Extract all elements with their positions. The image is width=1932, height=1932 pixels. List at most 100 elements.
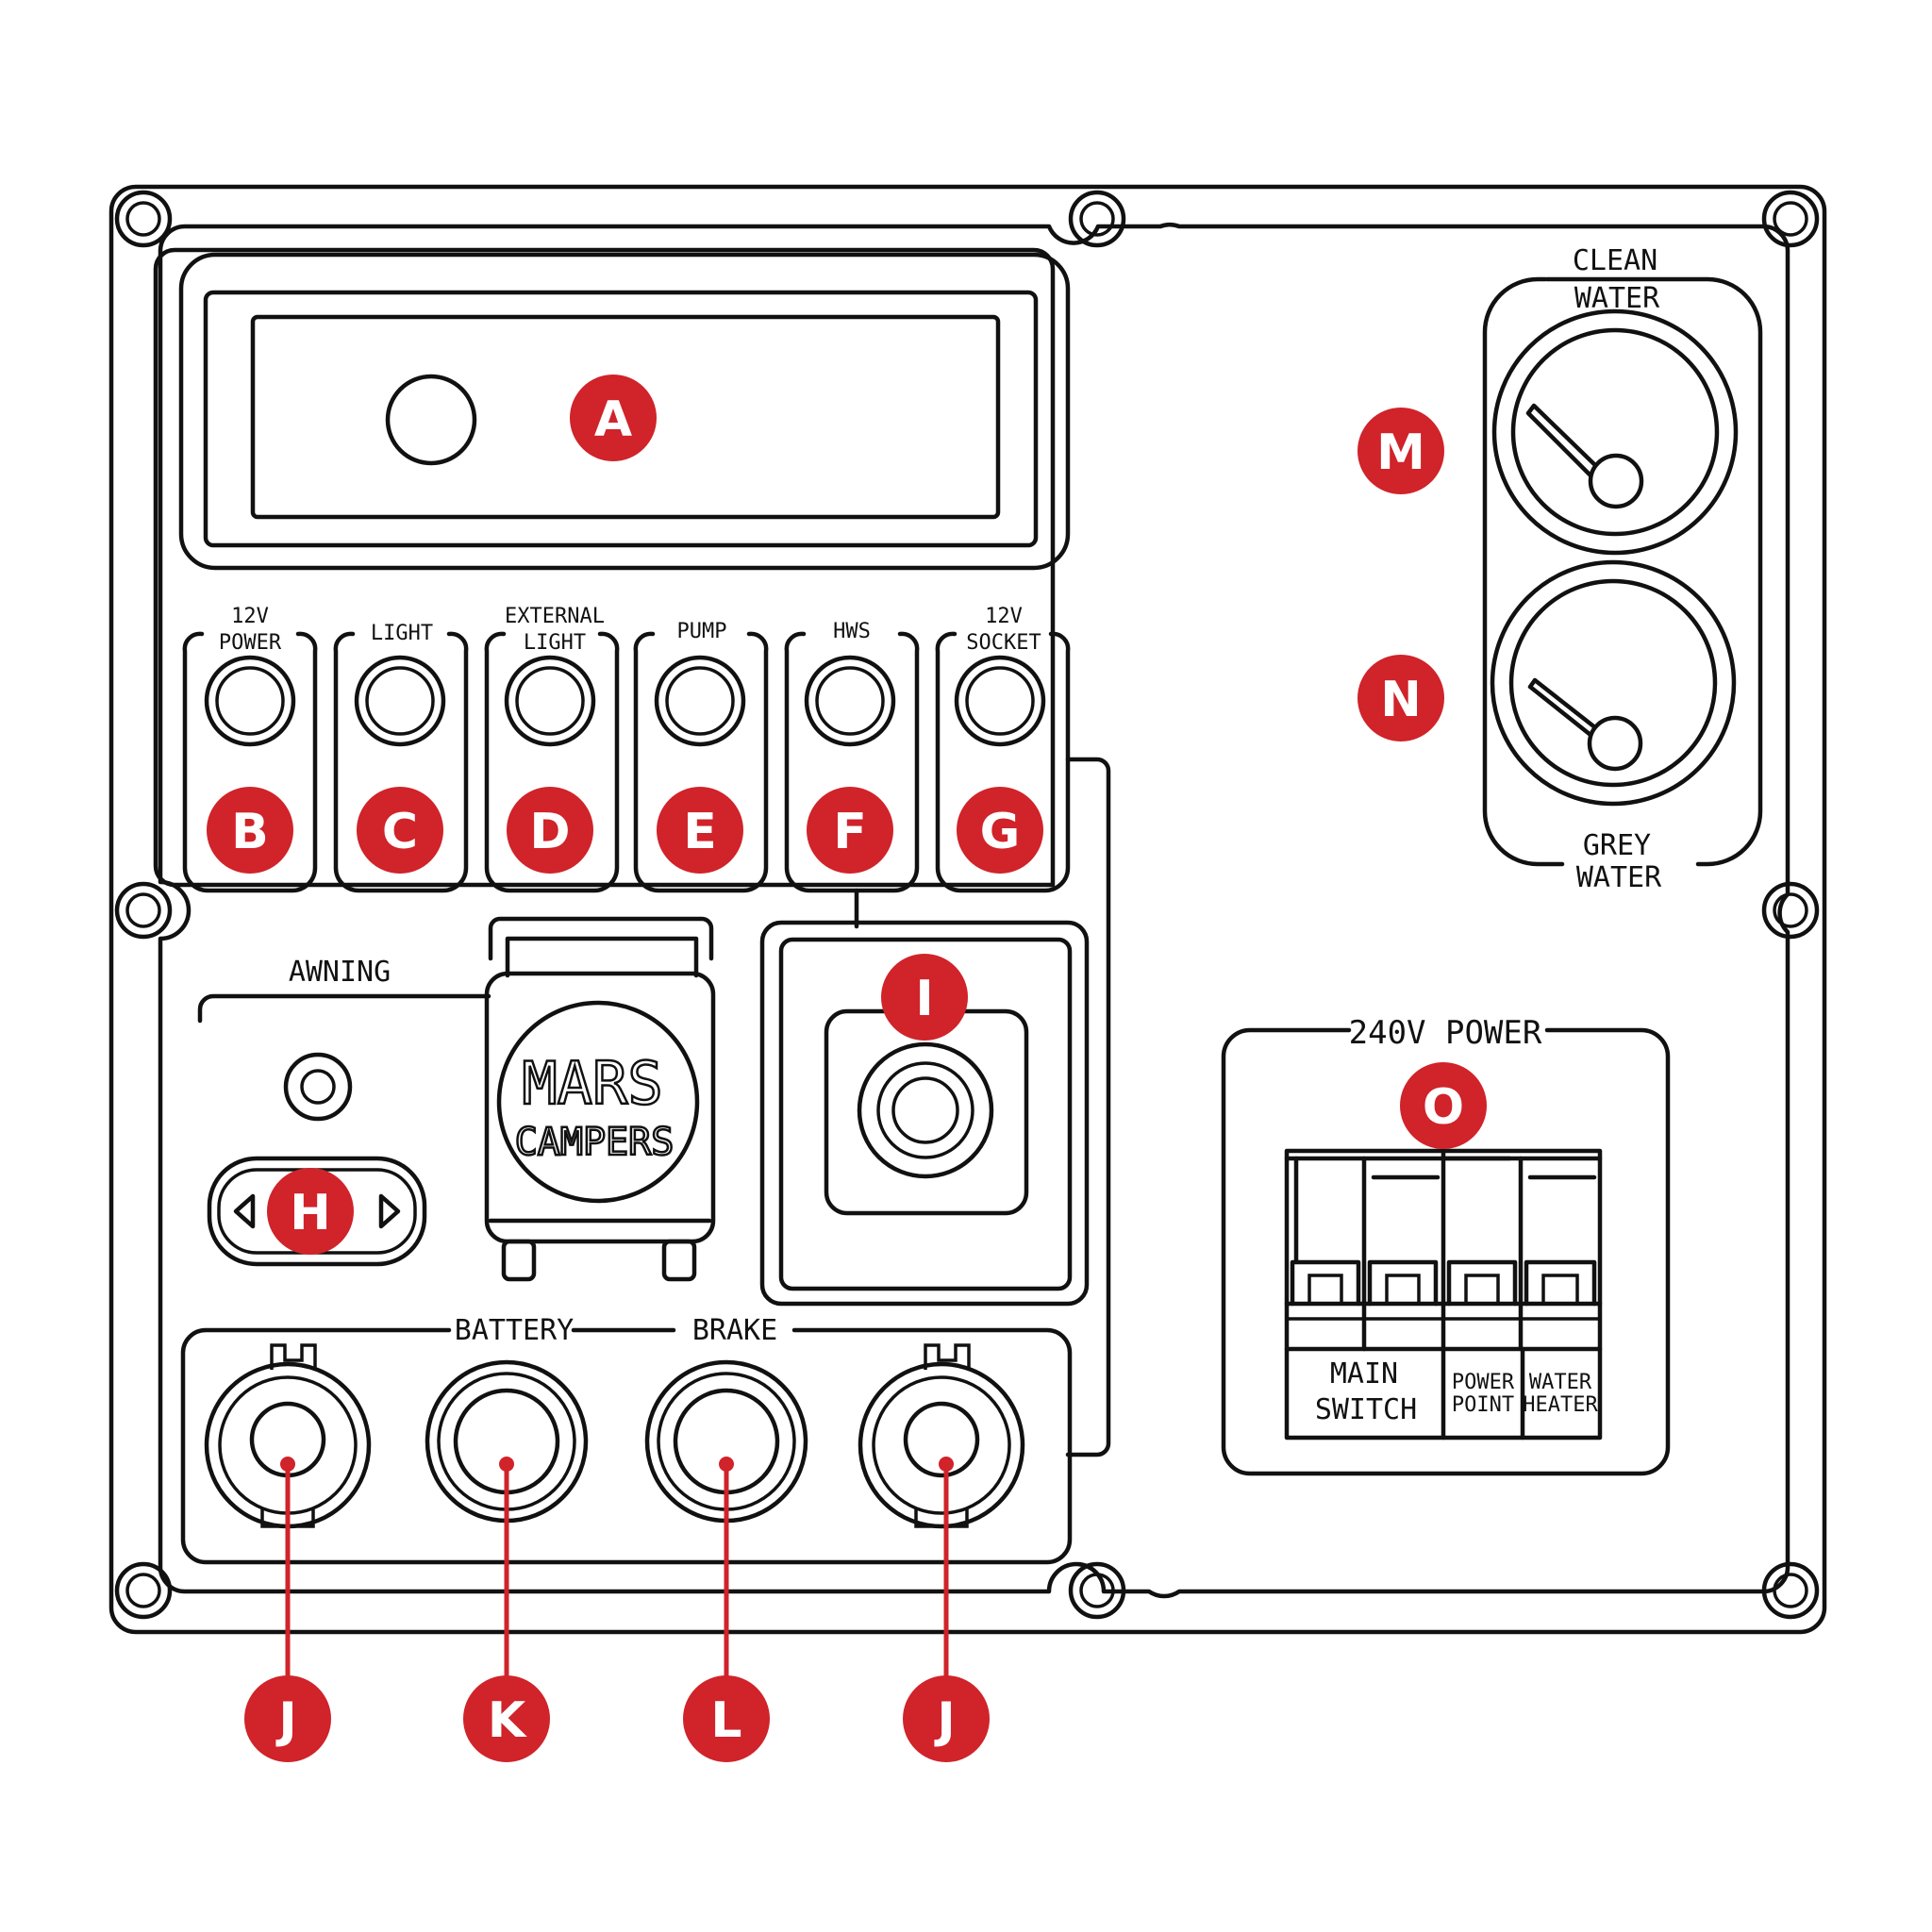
callout-badge-e: E xyxy=(657,787,743,874)
pump-switch[interactable] xyxy=(654,655,746,747)
switch-bay-light: LIGHT xyxy=(333,622,469,893)
power-point-label-line2: POINT xyxy=(1452,1393,1514,1417)
callout-badge-a: A xyxy=(570,375,657,461)
svg-text:N: N xyxy=(1380,672,1422,728)
callout-badge-c: C xyxy=(357,787,443,874)
power-12v-switch[interactable] xyxy=(204,655,296,747)
switch-bays: 12V POWER LIGHT EXTERNAL LIGHT PUMP xyxy=(182,605,1071,893)
gauge-needle-icon xyxy=(1527,677,1599,738)
switch-label-line1: EXTERNAL xyxy=(505,605,605,628)
screw-icon xyxy=(114,881,173,940)
screw-icon xyxy=(1068,190,1126,248)
switch-bay-12v-socket: 12V SOCKET xyxy=(935,605,1071,893)
switch-label-line1: 12V xyxy=(231,605,269,628)
mounting-screws xyxy=(114,190,1820,1620)
callout-badge-k: K xyxy=(463,1675,550,1762)
svg-text:J: J xyxy=(934,1692,955,1749)
power-240v-module: 240V POWER MAIN SWITCH POWER POINT xyxy=(1221,1014,1671,1476)
switch-label: HWS xyxy=(833,620,871,643)
circuit-breakers: MAIN SWITCH POWER POINT WATER HEATER xyxy=(1284,1148,1603,1441)
switch-bay-12v-power: 12V POWER xyxy=(182,605,318,893)
external-light-switch[interactable] xyxy=(504,655,596,747)
gauge-needle-icon xyxy=(1525,403,1601,478)
switch-label-line2: LIGHT xyxy=(524,631,586,655)
svg-text:D: D xyxy=(529,804,570,860)
breaker-toggle[interactable] xyxy=(1524,1259,1597,1307)
callout-badge-n: N xyxy=(1357,655,1444,741)
callout-badge-j-left: J xyxy=(244,1675,331,1762)
switch-bay-pump: PUMP xyxy=(633,620,769,893)
callout-badges: A B C D E F G H I J K L J M N O xyxy=(207,375,1487,1762)
awning-label: AWNING xyxy=(289,956,391,989)
callout-badge-d: D xyxy=(507,787,593,874)
awning-indicator xyxy=(283,1052,353,1122)
clean-water-gauge xyxy=(1491,308,1739,556)
awning-control: AWNING xyxy=(197,956,491,1267)
display-button[interactable] xyxy=(385,374,477,466)
switch-bay-external-light: EXTERNAL LIGHT xyxy=(484,605,620,893)
socket-i-outlet[interactable] xyxy=(857,1041,994,1179)
grey-water-label-line1: GREY xyxy=(1583,829,1651,862)
switch-label-line1: 12V xyxy=(985,605,1023,628)
callout-badge-i: I xyxy=(881,954,968,1041)
screw-icon xyxy=(114,1561,173,1620)
switch-label-line2: SOCKET xyxy=(966,631,1041,655)
callout-badge-j-right: J xyxy=(903,1675,990,1762)
arrow-left-icon xyxy=(233,1193,256,1229)
hws-switch[interactable] xyxy=(804,655,896,747)
switch-label: PUMP xyxy=(677,620,727,643)
svg-text:F: F xyxy=(833,804,867,860)
clean-water-label-line1: CLEAN xyxy=(1573,244,1657,277)
awning-rocker[interactable] xyxy=(207,1156,427,1267)
logo-text-mars: MARS xyxy=(522,1049,662,1118)
callout-badge-b: B xyxy=(207,787,293,874)
callout-badge-o: O xyxy=(1400,1062,1487,1149)
power-point-label-line1: POWER xyxy=(1452,1371,1515,1394)
main-switch-label-line1: MAIN xyxy=(1330,1357,1398,1391)
screw-icon xyxy=(1761,1561,1820,1620)
divider-bracket xyxy=(1065,757,1111,1457)
bottom-sockets: BATTERY BRAKE xyxy=(180,1314,1073,1565)
arrow-right-icon xyxy=(378,1193,401,1229)
display-unit xyxy=(178,252,1071,571)
brake-label: BRAKE xyxy=(692,1314,777,1347)
switch-label: LIGHT xyxy=(371,622,433,645)
water-heater-label-line2: HEATER xyxy=(1523,1393,1598,1417)
callout-badge-h: H xyxy=(267,1168,354,1255)
svg-text:I: I xyxy=(915,971,933,1027)
callout-leaders xyxy=(280,1457,954,1693)
socket-12v-switch[interactable] xyxy=(954,655,1046,747)
callout-badge-f: F xyxy=(807,787,893,874)
breaker-toggle[interactable] xyxy=(1290,1259,1361,1307)
usb-socket-right[interactable] xyxy=(858,1343,1025,1529)
callout-badge-m: M xyxy=(1357,408,1444,494)
water-heater-label-line1: WATER xyxy=(1529,1371,1592,1394)
svg-text:G: G xyxy=(980,804,1021,860)
breaker-toggle[interactable] xyxy=(1446,1259,1518,1307)
svg-text:K: K xyxy=(488,1692,527,1749)
switch-bay-hws: HWS xyxy=(784,620,920,893)
logo-text-campers: CAMPERS xyxy=(515,1121,675,1164)
svg-text:A: A xyxy=(594,391,632,448)
svg-text:M: M xyxy=(1376,425,1425,481)
logo-module: MARS CAMPERS xyxy=(484,916,716,1282)
grey-water-gauge xyxy=(1490,559,1737,807)
callout-badge-g: G xyxy=(957,787,1043,874)
svg-text:C: C xyxy=(382,804,418,860)
socket-module xyxy=(759,920,1090,1307)
screw-icon xyxy=(1068,1561,1126,1620)
power-240v-title: 240V POWER xyxy=(1349,1014,1542,1052)
svg-text:J: J xyxy=(275,1692,296,1749)
switch-label-line2: POWER xyxy=(219,631,282,655)
callout-badge-l: L xyxy=(683,1675,770,1762)
screw-icon xyxy=(1761,190,1820,248)
breaker-toggle[interactable] xyxy=(1367,1259,1439,1307)
screw-icon xyxy=(1761,881,1820,940)
outer-plate xyxy=(108,184,1827,1635)
light-switch[interactable] xyxy=(354,655,446,747)
battery-label: BATTERY xyxy=(455,1314,574,1347)
grey-water-label-line2: WATER xyxy=(1576,861,1662,894)
svg-text:H: H xyxy=(290,1185,331,1241)
svg-text:E: E xyxy=(683,804,717,860)
